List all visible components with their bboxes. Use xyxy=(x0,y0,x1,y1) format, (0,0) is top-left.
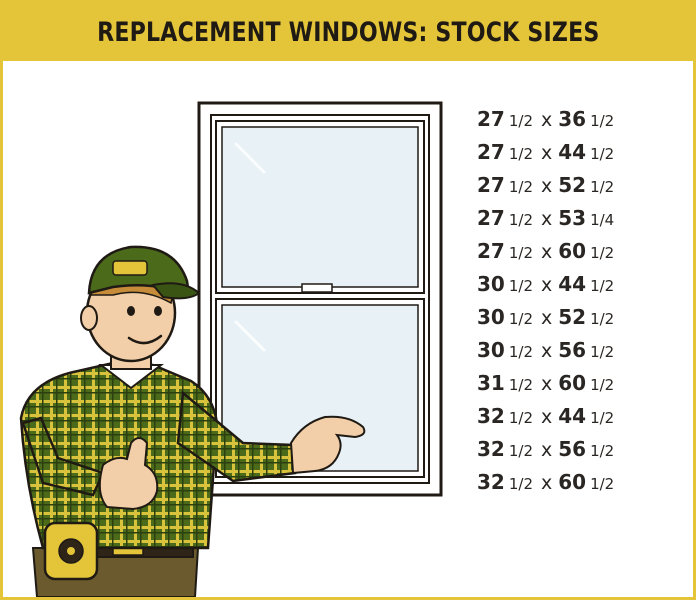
height-fraction: 1/2 xyxy=(590,376,615,394)
width-fraction: 1/2 xyxy=(508,343,533,361)
height-fraction: 1/2 xyxy=(590,310,615,328)
height-whole: 60 xyxy=(558,470,587,494)
times-separator: x xyxy=(540,274,553,296)
times-separator: x xyxy=(540,340,553,362)
illustration xyxy=(19,101,443,597)
width-whole: 27 xyxy=(477,173,505,197)
times-separator: x xyxy=(540,373,553,395)
height-fraction: 1/2 xyxy=(590,112,615,130)
height-whole: 60 xyxy=(558,371,587,395)
handyman-illustration xyxy=(19,245,366,597)
times-separator: x xyxy=(540,208,553,230)
width-whole: 27 xyxy=(477,140,505,164)
width-fraction: 1/2 xyxy=(508,310,533,328)
times-separator: x xyxy=(540,307,553,329)
height-fraction: 1/2 xyxy=(590,178,615,196)
width-fraction: 1/2 xyxy=(508,409,533,427)
times-separator: x xyxy=(540,241,553,263)
width-whole: 27 xyxy=(477,239,505,263)
width-whole: 30 xyxy=(477,305,505,329)
width-fraction: 1/2 xyxy=(508,376,533,394)
height-fraction: 1/2 xyxy=(590,145,615,163)
height-fraction: 1/2 xyxy=(590,343,615,361)
width-whole: 32 xyxy=(477,437,505,461)
page-title: REPLACEMENT WINDOWS: STOCK SIZES xyxy=(96,16,600,48)
height-fraction: 1/4 xyxy=(590,211,615,229)
title-banner: REPLACEMENT WINDOWS: STOCK SIZES xyxy=(3,3,693,61)
times-separator: x xyxy=(540,142,553,164)
width-whole: 31 xyxy=(477,371,505,395)
height-fraction: 1/2 xyxy=(590,244,615,262)
height-whole: 44 xyxy=(558,140,587,164)
window-illustration xyxy=(197,101,443,497)
width-fraction: 1/2 xyxy=(508,277,533,295)
height-whole: 44 xyxy=(558,272,587,296)
height-fraction: 1/2 xyxy=(590,475,615,493)
width-whole: 30 xyxy=(477,272,505,296)
width-whole: 27 xyxy=(477,206,505,230)
width-fraction: 1/2 xyxy=(508,442,533,460)
height-whole: 52 xyxy=(558,305,587,329)
height-fraction: 1/2 xyxy=(590,277,615,295)
width-whole: 27 xyxy=(477,107,505,131)
height-whole: 53 xyxy=(558,206,587,230)
height-whole: 56 xyxy=(558,338,587,362)
width-whole: 30 xyxy=(477,338,505,362)
width-fraction: 1/2 xyxy=(508,145,533,163)
times-separator: x xyxy=(540,439,553,461)
width-whole: 32 xyxy=(477,404,505,428)
width-fraction: 1/2 xyxy=(508,244,533,262)
tape-measure-icon xyxy=(43,521,99,581)
width-fraction: 1/2 xyxy=(508,475,533,493)
times-separator: x xyxy=(540,109,553,131)
height-whole: 36 xyxy=(558,107,587,131)
times-separator: x xyxy=(540,406,553,428)
width-fraction: 1/2 xyxy=(508,178,533,196)
times-separator: x xyxy=(540,175,553,197)
times-separator: x xyxy=(540,472,553,494)
height-whole: 56 xyxy=(558,437,587,461)
height-whole: 44 xyxy=(558,404,587,428)
height-fraction: 1/2 xyxy=(590,409,615,427)
width-whole: 32 xyxy=(477,470,505,494)
height-whole: 52 xyxy=(558,173,587,197)
width-fraction: 1/2 xyxy=(508,112,533,130)
height-whole: 60 xyxy=(558,239,587,263)
width-fraction: 1/2 xyxy=(508,211,533,229)
height-fraction: 1/2 xyxy=(590,442,615,460)
